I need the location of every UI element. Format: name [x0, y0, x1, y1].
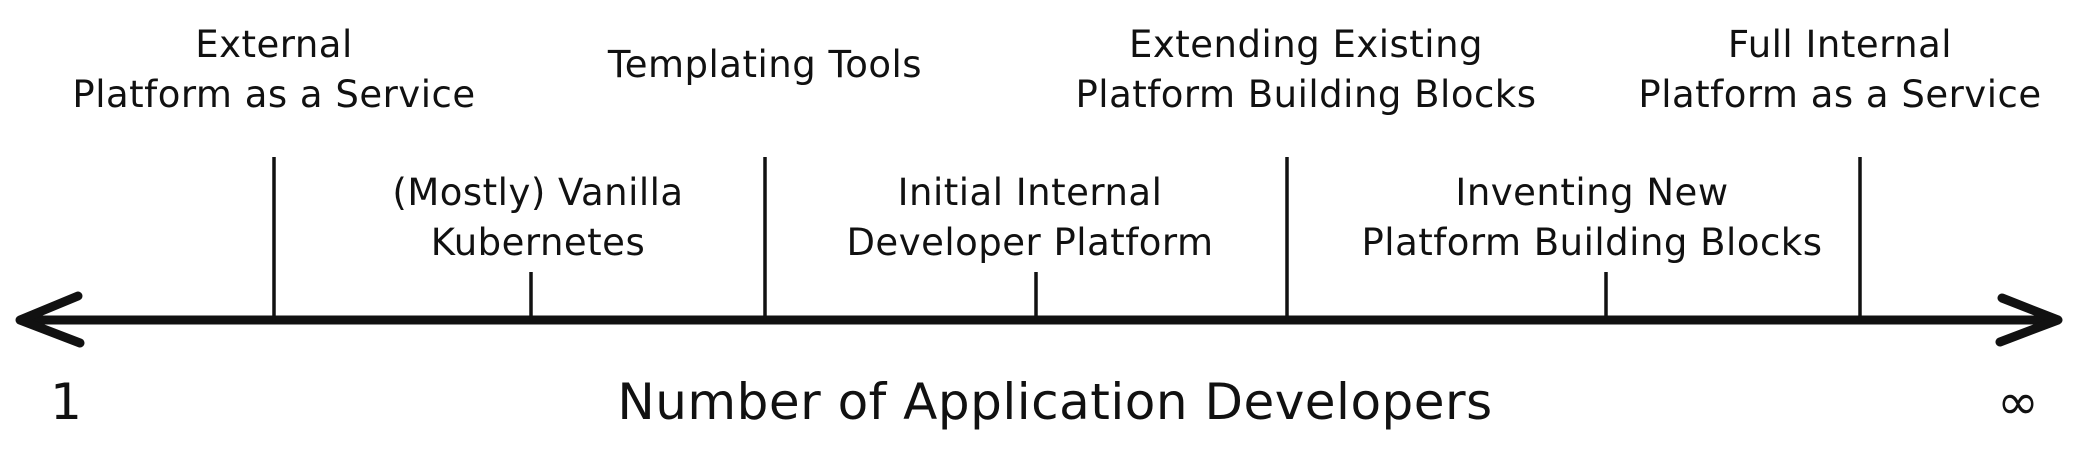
stage-label-line2: Platform Building Blocks: [1361, 221, 1823, 264]
axis-title: Number of Application Developers: [617, 373, 1493, 431]
stage-label-line2: Developer Platform: [846, 221, 1214, 264]
stage-label-line2: Kubernetes: [430, 221, 646, 264]
stage-label-line1: Full Internal: [1727, 23, 1953, 66]
axis-end-label: ∞: [1997, 373, 2039, 431]
stage-label-inventing-new: Inventing New Platform Building Blocks: [1361, 168, 1822, 268]
stage-label-templating-tools: Templating Tools: [608, 40, 922, 90]
stage-label-line1: External: [195, 23, 353, 66]
stage-label-line1: Templating Tools: [607, 43, 923, 86]
axis-start-label: 1: [50, 373, 82, 431]
stage-label-external-paas: External Platform as a Service: [72, 20, 475, 120]
stage-label-initial-internal-platform: Initial Internal Developer Platform: [846, 168, 1213, 268]
stage-label-line1: Initial Internal: [897, 171, 1163, 214]
stage-label-line2: Platform as a Service: [72, 73, 476, 116]
stage-label-line1: Extending Existing: [1128, 23, 1484, 66]
stage-label-extending-existing: Extending Existing Platform Building Blo…: [1075, 20, 1536, 120]
left-arrowhead: [15, 291, 85, 348]
stage-label-line1: (Mostly) Vanilla: [392, 171, 684, 214]
stage-label-line1: Inventing New: [1455, 171, 1729, 214]
stage-label-full-internal-paas: Full Internal Platform as a Service: [1638, 20, 2041, 120]
right-arrowhead: [1995, 293, 2063, 347]
stage-label-line2: Platform as a Service: [1638, 73, 2042, 116]
stage-label-line2: Platform Building Blocks: [1075, 73, 1537, 116]
stage-label-vanilla-kubernetes: (Mostly) Vanilla Kubernetes: [392, 168, 683, 268]
